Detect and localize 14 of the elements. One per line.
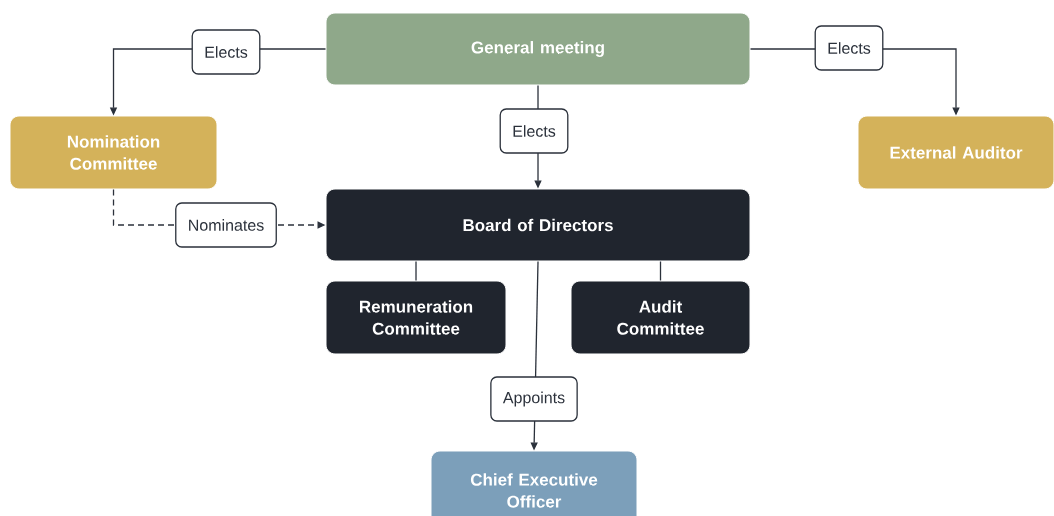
edge-label: Elects bbox=[499, 108, 569, 154]
edge-label: Nominates bbox=[175, 202, 277, 248]
auditor-box: External Auditor bbox=[857, 115, 1054, 190]
committee-box: Audit Committee bbox=[570, 280, 751, 355]
connector-line bbox=[659, 260, 662, 282]
edge-label: Appoints bbox=[490, 376, 578, 422]
connector-line bbox=[415, 260, 417, 282]
committee-box: Remuneration Committee bbox=[325, 280, 507, 355]
committee-box: Nomination Committee bbox=[9, 115, 218, 190]
edge-label: Elects bbox=[191, 29, 261, 75]
board-box: Board of Directors bbox=[325, 188, 751, 262]
meeting-box: General meeting bbox=[325, 12, 751, 86]
edge-label: Elects bbox=[814, 25, 884, 71]
officer-box: Chief Executive Officer bbox=[430, 450, 638, 516]
